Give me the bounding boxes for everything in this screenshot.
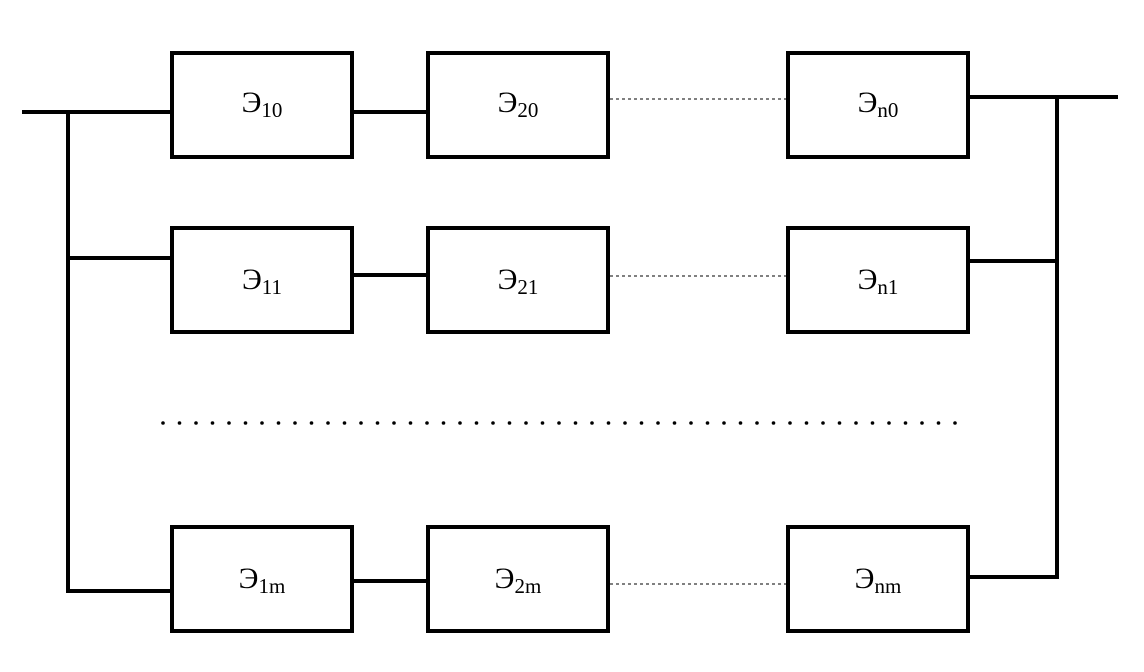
- ellipsis-dot: [243, 421, 248, 425]
- ellipsis-dot: [441, 421, 446, 425]
- element-label: Э1m: [239, 562, 286, 598]
- ellipsis-dot: [309, 421, 314, 425]
- ellipsis-dot: [936, 421, 941, 425]
- chain-row-0: Э10 Э20 Эn0: [170, 51, 970, 159]
- ellipsis-dot: [342, 421, 347, 425]
- element-label: Э21: [498, 263, 539, 299]
- element-label: Э10: [242, 86, 283, 122]
- ellipsis-dot: [804, 421, 809, 425]
- ellipsis-dot: [788, 421, 792, 425]
- ellipsis-dot: [359, 421, 363, 425]
- ellipsis-dot: [293, 421, 297, 425]
- ellipsis-dot: [474, 421, 479, 425]
- row-ellipsis-dots: [161, 421, 957, 425]
- element-box: [426, 226, 610, 334]
- element-box: [426, 525, 610, 633]
- ellipsis-dot: [573, 421, 578, 425]
- element-label: Эnm: [855, 562, 902, 598]
- ellipsis-dot: [408, 421, 413, 425]
- ellipsis-dot: [837, 421, 842, 425]
- ellipsis-dot: [887, 421, 891, 425]
- ellipsis-dot: [771, 421, 776, 425]
- element-label: Эn0: [858, 86, 899, 122]
- ellipsis-dot: [903, 421, 908, 425]
- ellipsis-dot: [755, 421, 759, 425]
- element-box: [170, 51, 354, 159]
- ellipsis-dot: [920, 421, 924, 425]
- ellipsis-dot: [425, 421, 429, 425]
- ellipsis-dot: [606, 421, 611, 425]
- element-label: Э2m: [495, 562, 542, 598]
- ellipsis-dot: [375, 421, 380, 425]
- ellipsis-dot: [705, 421, 710, 425]
- element-box: [786, 51, 970, 159]
- ellipsis-dot: [722, 421, 726, 425]
- element-label: Эn1: [858, 263, 899, 299]
- ellipsis-dot: [639, 421, 644, 425]
- element-box: [426, 51, 610, 159]
- ellipsis-dot: [507, 421, 512, 425]
- ellipsis-dot: [491, 421, 495, 425]
- ellipsis-dot: [194, 421, 198, 425]
- ellipsis-dot: [738, 421, 743, 425]
- element-box: [170, 525, 354, 633]
- ellipsis-dot: [458, 421, 462, 425]
- ellipsis-dot: [656, 421, 660, 425]
- chain-row-m: Э1m Э2m Эnm: [66, 525, 1059, 633]
- ellipsis-dot: [227, 421, 231, 425]
- ellipsis-dot: [672, 421, 677, 425]
- element-box: [170, 226, 354, 334]
- ellipsis-dot: [821, 421, 825, 425]
- ellipsis-dot: [161, 421, 165, 425]
- ellipsis-dot: [392, 421, 396, 425]
- ellipsis-dot: [557, 421, 561, 425]
- ellipsis-dot: [854, 421, 858, 425]
- ellipsis-dot: [540, 421, 545, 425]
- ellipsis-dot: [689, 421, 693, 425]
- ellipsis-dot: [326, 421, 330, 425]
- ellipsis-dot: [260, 421, 264, 425]
- ellipsis-dot: [590, 421, 594, 425]
- chain-row-1: Э11 Э21 Эn1: [66, 226, 1059, 334]
- ellipsis-dot: [524, 421, 528, 425]
- element-label: Э11: [242, 263, 282, 299]
- ellipsis-dot: [870, 421, 875, 425]
- ellipsis-dot: [276, 421, 281, 425]
- ellipsis-dot: [953, 421, 957, 425]
- element-label: Э20: [498, 86, 539, 122]
- ellipsis-dot: [623, 421, 627, 425]
- ellipsis-dot: [210, 421, 215, 425]
- element-box: [786, 226, 970, 334]
- element-box: [786, 525, 970, 633]
- ellipsis-dot: [177, 421, 182, 425]
